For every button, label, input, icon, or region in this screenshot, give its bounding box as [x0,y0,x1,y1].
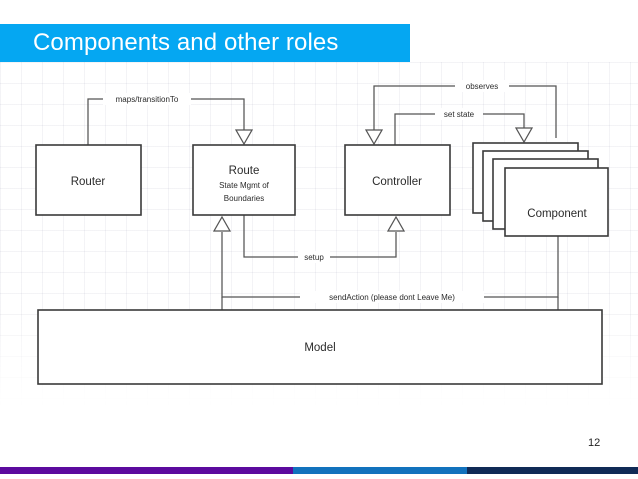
arrowhead-icon [234,129,254,146]
node-label-controller: Controller [372,176,422,188]
edge-sendaction: sendAction (please dont Leave Me) [212,215,559,303]
arrowhead-icon [386,215,406,232]
node-label-component: Component [527,208,587,220]
node-router[interactable]: Router [35,144,142,216]
edge-label-sendaction: sendAction (please dont Leave Me) [329,293,455,302]
edge-label-maps-transitionto: maps/transitionTo [116,95,179,104]
node-sublabel-route-line1: State Mgmt of [219,181,270,190]
page-number: 12 [588,437,601,449]
arrowhead-icon [514,127,534,144]
edge-observes: observes [364,80,557,146]
footer-segment-blue [293,467,467,474]
footer-accent-bar [0,467,638,474]
page-title: Components and other roles [33,29,339,56]
node-component-stack[interactable]: Component [472,142,609,237]
edge-maps-transitionto: maps/transitionTo [87,93,254,146]
title-banner [0,24,410,62]
edge-label-set-state: set state [444,110,475,119]
edge-set-state: set state [394,108,534,145]
arrowhead-icon [212,215,232,232]
footer-segment-navy [467,467,638,474]
edge-setup: setup [243,215,406,263]
node-label-router: Router [71,176,106,188]
node-controller[interactable]: Controller [344,144,451,216]
node-label-model: Model [304,342,335,354]
arrowhead-icon [364,129,384,146]
footer-segment-purple [0,467,293,474]
edge-model-stubs [221,297,559,310]
node-label-route: Route [229,165,260,177]
component-stack-layer-1 [504,167,609,237]
node-route[interactable]: Route State Mgmt of Boundaries [192,144,296,216]
node-model[interactable]: Model [37,309,603,385]
edge-label-setup: setup [304,253,324,262]
node-sublabel-route-line2: Boundaries [224,194,264,203]
edge-label-observes: observes [466,82,498,91]
